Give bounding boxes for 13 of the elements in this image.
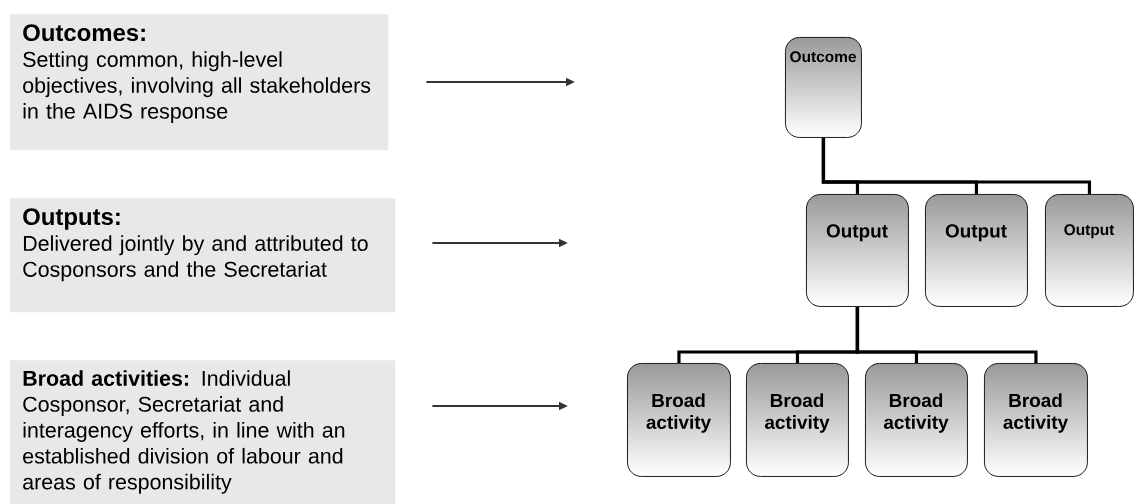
rounded-box: Output — [925, 194, 1028, 307]
rounded-box: Broad activity — [627, 363, 731, 477]
rounded-box: Broad activity — [746, 363, 849, 477]
text-panel: Outcomes: Setting common, high-level objectives, involving all stakeholders in the AIDS response — [10, 14, 389, 151]
connector-line — [821, 137, 1092, 194]
rounded-box: Broad activity — [865, 363, 968, 477]
rounded-box: Output — [806, 194, 909, 307]
rounded-box: Outcome — [785, 37, 862, 138]
text-panel: Outputs: Delivered jointly by and attributed to Cosponsors and the Secretariat — [10, 198, 396, 313]
rounded-box: Broad activity — [984, 363, 1088, 477]
text-panel: Broad activities: Individual Cosponsor, Secretariat and interagency efforts, in line with an established division of labour and areas of responsibility — [10, 360, 396, 504]
connector-line — [855, 306, 1038, 363]
rounded-box: Output — [1045, 194, 1134, 307]
